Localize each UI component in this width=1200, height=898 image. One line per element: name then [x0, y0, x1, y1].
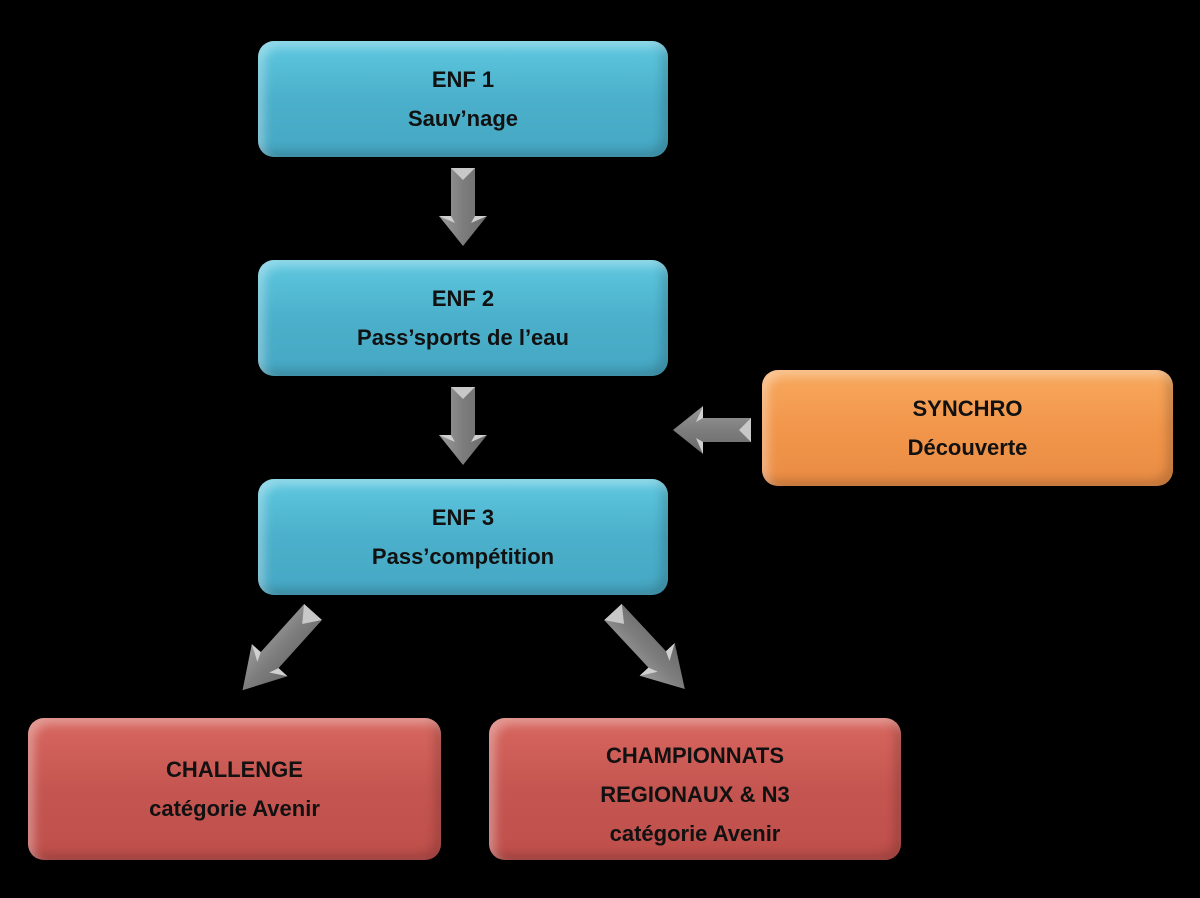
- node-championnats: CHAMPIONNATS REGIONAUX & N3 catégorie Av…: [489, 718, 901, 860]
- node-enf2-subtitle: Pass’sports de l’eau: [357, 325, 569, 350]
- node-challenge: CHALLENGE catégorie Avenir: [28, 718, 441, 860]
- node-enf2-title: ENF 2: [431, 286, 495, 311]
- node-enf2: ENF 2 Pass’sports de l’eau: [258, 260, 668, 376]
- arrow-enf3-to-challenge: [242, 603, 322, 691]
- node-enf3: ENF 3 Pass’compétition: [258, 479, 668, 595]
- node-synchro: SYNCHRO Découverte: [762, 370, 1173, 486]
- node-enf3-title: ENF 3: [431, 505, 495, 530]
- arrow-synchro-to-enf: [673, 406, 751, 454]
- node-enf1: ENF 1 Sauv’nage: [258, 41, 668, 157]
- node-synchro-title: SYNCHRO: [912, 396, 1023, 421]
- node-challenge-title: CHALLENGE: [166, 757, 303, 782]
- node-enf1-subtitle: Sauv’nage: [407, 106, 519, 131]
- node-enf1-title: ENF 1: [431, 67, 495, 92]
- node-challenge-subtitle: catégorie Avenir: [149, 796, 320, 821]
- arrow-enf3-to-championnats: [604, 603, 685, 690]
- node-enf3-subtitle: Pass’compétition: [371, 544, 555, 569]
- node-championnats-text: CHAMPIONNATS REGIONAUX & N3 catégorie Av…: [600, 736, 789, 853]
- node-championnats-category: catégorie Avenir: [609, 820, 781, 846]
- arrow-enf2-to-enf3: [439, 387, 487, 465]
- node-synchro-subtitle: Découverte: [907, 435, 1028, 460]
- arrow-enf1-to-enf2: [439, 168, 487, 246]
- node-championnats-title: CHAMPIONNATS: [605, 742, 784, 768]
- node-championnats-subtitle: REGIONAUX & N3: [600, 781, 790, 807]
